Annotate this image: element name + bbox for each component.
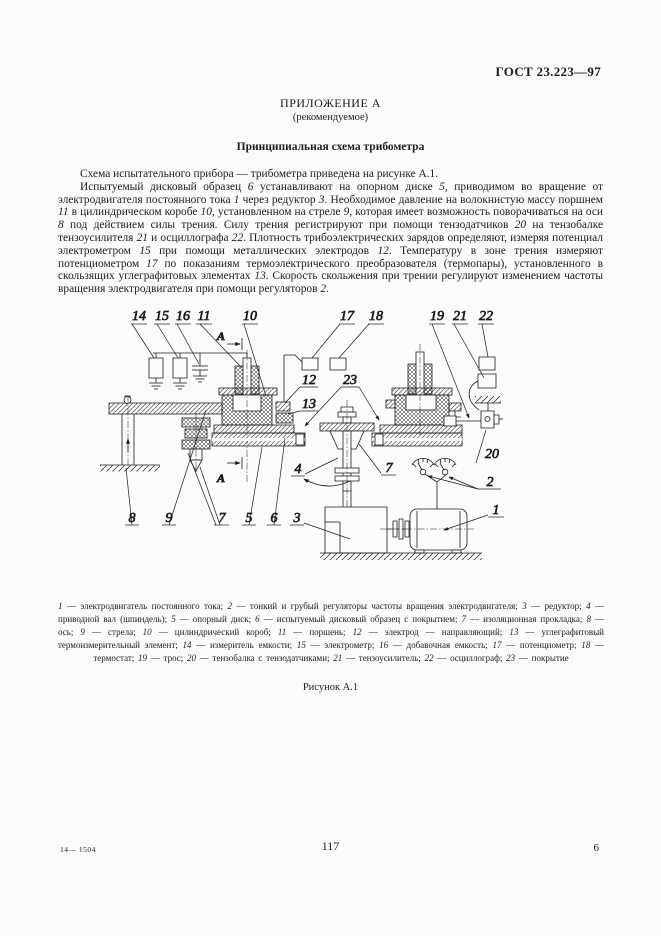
doc-number: ГОСТ 23.223—97 [495,64,601,79]
appendix-header: ПРИЛОЖЕНИЕ А (рекомендуемое) [0,96,661,123]
capacitance-meter-box [149,358,163,378]
callout-11: 11 [198,309,211,324]
arm-and-axis [100,396,222,472]
speed-regulators [412,457,457,509]
temperature-circuit [284,355,346,402]
guide-electrode [276,402,290,411]
callout-21: 21 [453,309,467,324]
right-friction-unit [380,344,481,435]
thermostat-box [330,358,346,370]
callout-9: 9 [166,511,173,526]
callout-1: 1 [493,503,500,518]
paragraph-2: Испытуемый дисковый образец 6 устанавлив… [58,180,604,296]
motor [410,509,467,550]
print-order-number: 14— 1504 [60,845,96,854]
callout-13: 13 [302,397,316,412]
section-title: Принципиальная схема трибометра [236,141,425,153]
callout-4: 4 [295,462,302,477]
drive-unit [320,491,482,560]
callout-7: 7 [219,511,227,526]
callout-19: 19 [430,309,444,324]
figure-a1: А А 14 15 16 11 10 17 [0,300,661,592]
page-number: 117 [321,839,340,853]
ground-symbol [149,378,163,389]
callout-23: 23 [343,373,357,388]
callout-8: 8 [129,511,136,526]
figure-legend: 1 — электродвигатель постоянного тока; 2… [58,601,605,663]
electrometer-box [173,358,187,378]
callout-3: 3 [293,511,301,526]
figure-caption: Рисунок А.1 [302,682,359,693]
appendix-subtitle: (рекомендуемое) [292,112,369,123]
tenso-amplifier-box [478,374,496,388]
callout-2: 2 [487,475,494,490]
tribometer-diagram: А А 14 15 16 11 10 17 [100,309,547,560]
section-mark-bottom: А [216,457,242,485]
insulating-bushing [182,412,210,475]
regulator-dial [412,458,434,475]
callout-22: 22 [479,309,493,324]
callout-17: 17 [340,309,355,324]
appendix-title: ПРИЛОЖЕНИЕ А [280,96,381,110]
callout-10: 10 [243,309,257,324]
callout-20: 20 [485,447,499,462]
callout-14: 14 [132,309,146,324]
callout-7b: 7 [386,461,394,476]
additional-capacitor [192,366,208,382]
support-disc-shaft [212,433,462,446]
section-letter: А [216,471,225,485]
callouts: 14 15 16 11 10 17 18 19 21 22 [125,309,504,539]
ground-symbol [173,378,187,389]
callout-5: 5 [246,511,253,526]
left-friction-unit [214,350,294,483]
callout-15: 15 [155,309,169,324]
ground-hatch [320,553,482,560]
carbon-element [276,413,293,423]
tenso-beam [481,411,494,428]
gearbox [325,507,387,553]
spindle-assembly [303,400,374,507]
body-text: Схема испытательного прибора — трибометр… [58,168,603,296]
tenso-measuring-unit [469,357,503,428]
oscillograph-box [479,357,495,370]
section-mark-top: А [216,329,242,350]
measuring-circuit [149,353,247,389]
paragraph-1: Схема испытательного прибора — трибометр… [80,168,439,180]
callout-18: 18 [369,309,383,324]
callout-6: 6 [271,511,278,526]
callout-16: 16 [176,309,190,324]
potentiometer-box [302,358,318,370]
section-letter: А [216,329,225,343]
ground-hatch [100,465,160,472]
rotation-arrow [303,478,350,486]
callout-12: 12 [302,373,316,388]
sheet-number: 6 [593,842,600,854]
